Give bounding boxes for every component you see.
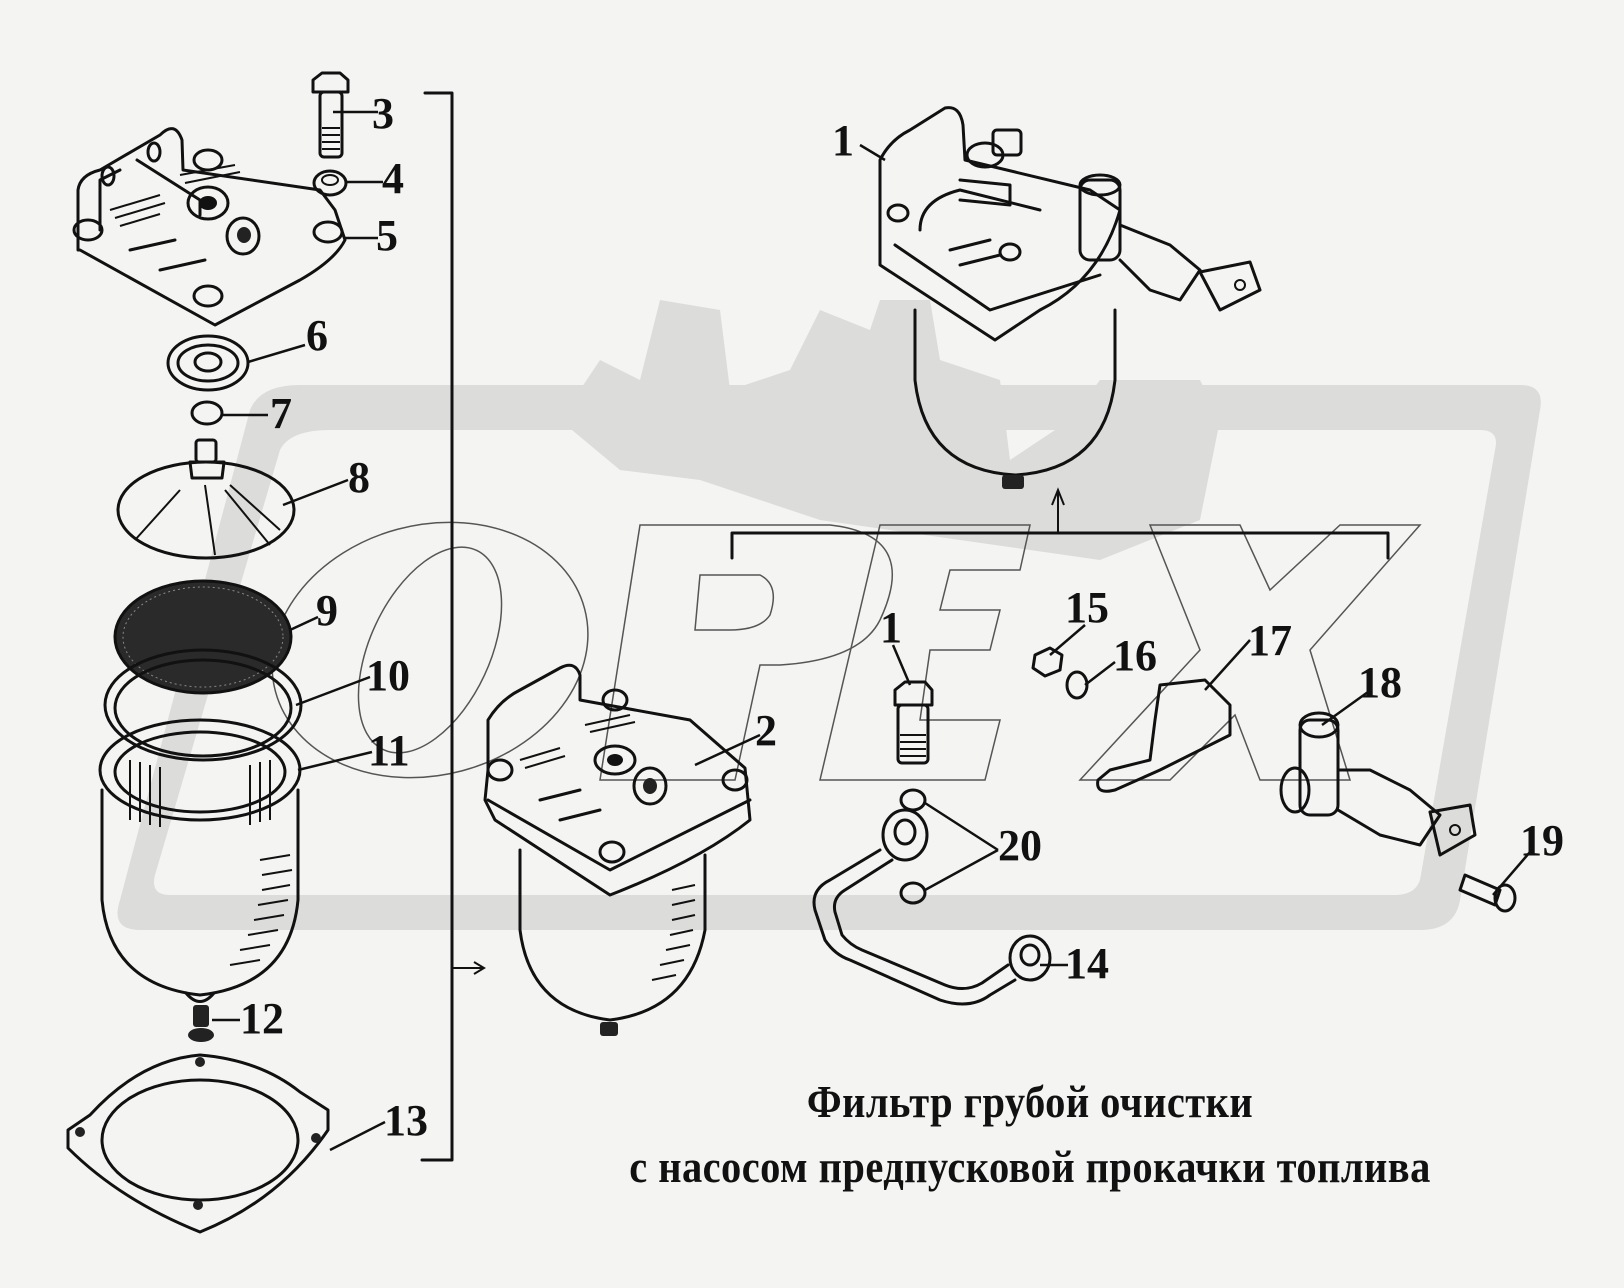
part-mesh-9 — [113, 579, 293, 695]
part-cone-8 — [116, 438, 296, 560]
callout-14: 14 — [1065, 939, 1109, 988]
callout-20: 20 — [998, 821, 1042, 870]
assembly-bracket-left — [420, 91, 486, 1162]
part-ring-7 — [190, 400, 224, 426]
part-banjo-bolt — [893, 680, 934, 765]
callout-19: 19 — [1520, 816, 1564, 865]
callout-13: 13 — [384, 1096, 428, 1145]
callout-3: 3 — [372, 89, 394, 138]
callout-5: 5 — [376, 211, 398, 260]
callout-6: 6 — [306, 311, 328, 360]
callout-9: 9 — [316, 586, 338, 635]
part-pump-18 — [1279, 711, 1477, 857]
part-cover — [72, 127, 347, 327]
part-gasket-6 — [166, 334, 250, 392]
leader-lines — [212, 110, 1531, 1152]
callout-15: 15 — [1065, 583, 1109, 632]
part-bolt-19 — [1458, 873, 1517, 913]
part-pipe-14 — [812, 808, 1052, 1006]
watermark-letters — [271, 521, 1422, 781]
callout-17: 17 — [1248, 616, 1292, 665]
callouts: 3 4 5 6 7 8 9 10 11 12 13 1 2 1 15 16 17… — [240, 89, 1564, 1145]
part-flange-13 — [66, 1053, 330, 1234]
part-bolt-3 — [311, 71, 350, 159]
callout-16: 16 — [1113, 631, 1157, 680]
callout-4: 4 — [382, 154, 404, 203]
callout-1-bottom: 1 — [880, 603, 902, 652]
callout-7: 7 — [270, 389, 292, 438]
part-housing-2 — [483, 663, 752, 1036]
callout-1-top: 1 — [832, 116, 854, 165]
part-drain-plug-12 — [188, 1005, 214, 1042]
callout-12: 12 — [240, 994, 284, 1043]
caption-line-2: с насосом предпусковой прокачки топлива — [629, 1141, 1431, 1192]
callout-11: 11 — [368, 726, 410, 775]
watermark-frame — [117, 385, 1541, 930]
caption-line-1: Фильтр грубой очистки — [806, 1076, 1254, 1127]
callout-18: 18 — [1358, 658, 1402, 707]
part-seal-ring-10 — [103, 648, 303, 762]
callout-2: 2 — [755, 706, 777, 755]
part-nut-15 — [1031, 646, 1064, 678]
callout-10: 10 — [366, 651, 410, 700]
part-washer-20b — [899, 881, 927, 905]
callout-8: 8 — [348, 453, 370, 502]
part-filter-assembly-1 — [878, 106, 1262, 489]
part-bracket-17 — [1096, 678, 1232, 793]
assembly-bracket-right — [730, 487, 1390, 560]
